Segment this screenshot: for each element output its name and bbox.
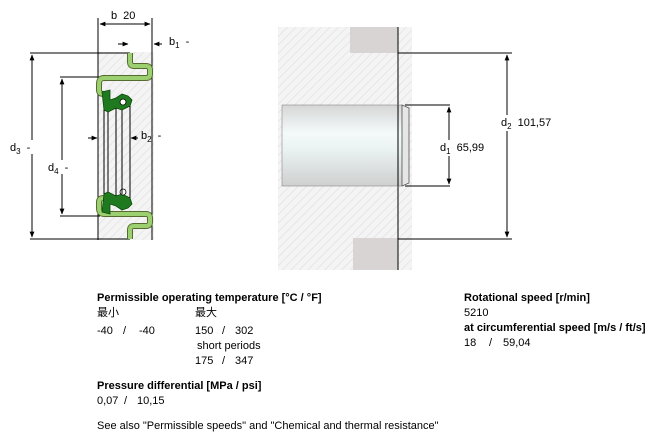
dim-b1-label: b1- — [169, 36, 190, 50]
temperature-max-label: 最大 — [195, 307, 217, 319]
temperature-heading: Permissible operating temperature [°C / … — [97, 292, 322, 304]
shaft-chamfer — [401, 104, 410, 187]
separator: / — [222, 325, 226, 337]
rotational-speed-value: 5210 — [464, 307, 489, 319]
circumferential-speed-fts: 59,04 — [503, 337, 531, 349]
circumferential-speed-heading: at circumferential speed [m/s / ft/s] — [464, 322, 646, 334]
separator: / — [123, 325, 127, 337]
garter-spring-bottom — [119, 188, 127, 196]
separator: / — [489, 337, 493, 349]
dim-d4-label: d4- — [48, 162, 69, 176]
temperature-max-c: 150 — [195, 325, 214, 337]
temperature-max-f: 302 — [235, 325, 254, 337]
temperature-min-f: -40 — [139, 325, 155, 337]
separator: / — [124, 395, 128, 407]
footnote-see-also: See also "Permissible speeds" and "Chemi… — [97, 420, 439, 432]
separator: / — [222, 355, 226, 367]
temperature-short-f: 347 — [235, 355, 254, 367]
temperature-min-c: -40 — [97, 325, 113, 337]
temperature-min-label: 最小 — [97, 307, 119, 319]
pressure-mpa: 0,07 — [97, 395, 119, 407]
short-periods-label: short periods — [197, 340, 261, 352]
dim-d3-label: d3- — [10, 142, 31, 156]
housing-top — [350, 27, 398, 53]
dim-b2-label: b2- — [141, 130, 162, 144]
pressure-heading: Pressure differential [MPa / psi] — [97, 380, 262, 392]
garter-spring-top — [119, 98, 127, 106]
shaft — [281, 104, 403, 187]
housing-bottom — [353, 238, 398, 270]
rotational-speed-heading: Rotational speed [r/min] — [464, 292, 590, 304]
temperature-short-c: 175 — [195, 355, 214, 367]
circumferential-speed-ms: 18 — [464, 337, 477, 349]
pressure-psi: 10,15 — [137, 395, 165, 407]
